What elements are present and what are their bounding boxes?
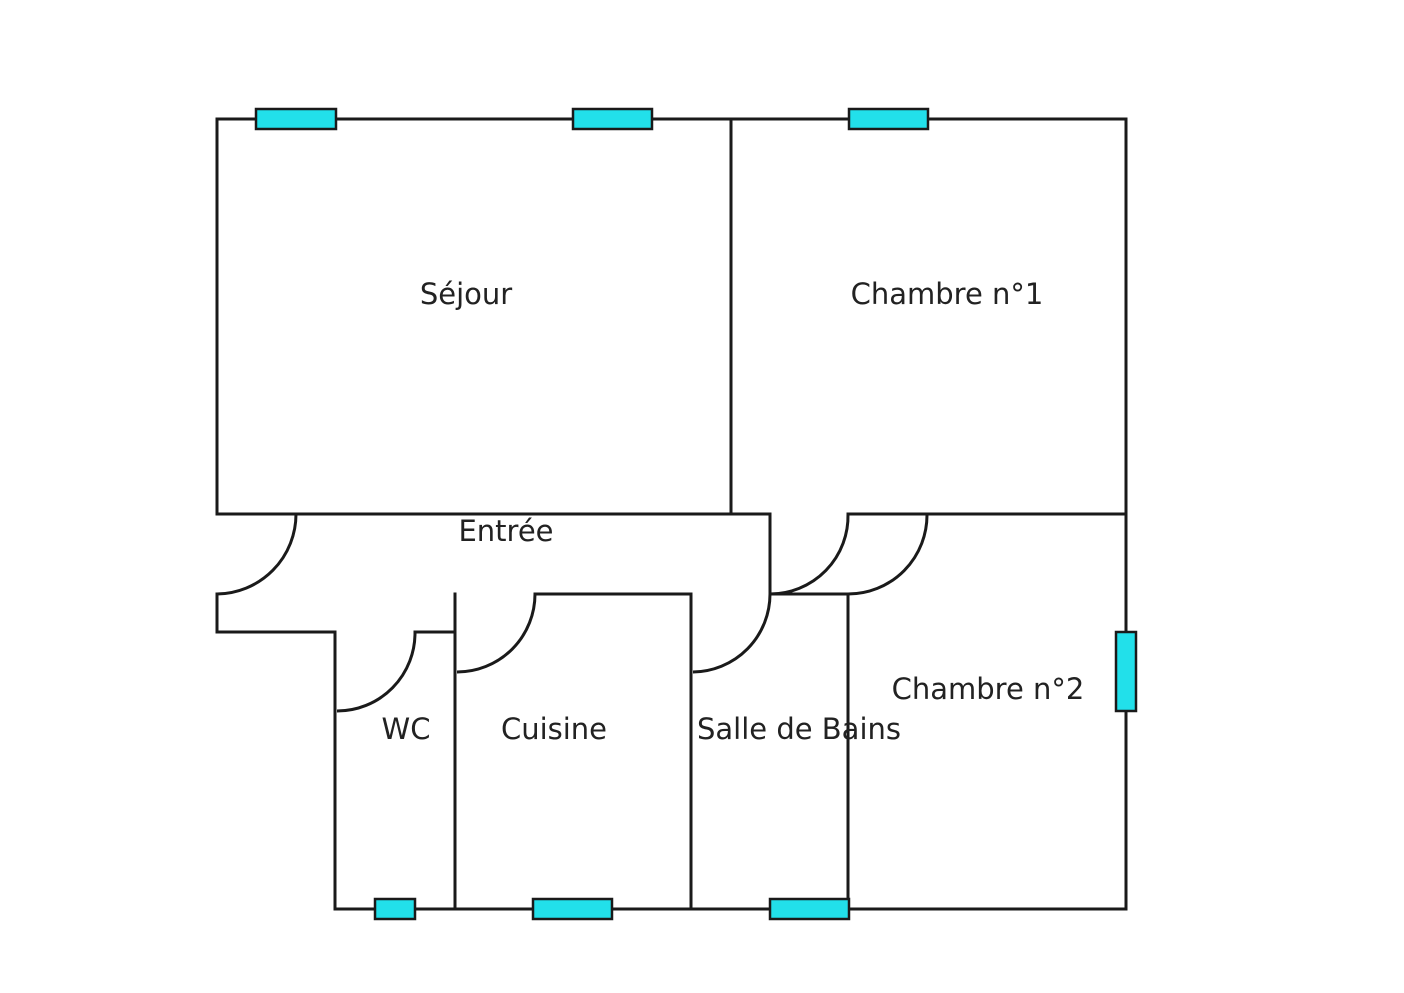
wall-top-rooms-bottom-left xyxy=(215,512,772,596)
room-label-entree: Entrée xyxy=(458,514,553,548)
room-label-chambre2: Chambre n°2 xyxy=(892,672,1085,706)
window-icon xyxy=(1114,630,1138,713)
room-label-wc: WC xyxy=(382,712,431,746)
wall-left-entry xyxy=(215,592,337,911)
room-label-salle-de-bains: Salle de Bains xyxy=(697,712,901,746)
room-labels: Séjour Chambre n°1 Entrée WC Cuisine Sal… xyxy=(382,277,1085,746)
window-icon xyxy=(373,897,417,921)
room-label-sejour: Séjour xyxy=(420,277,512,311)
door-cuisine-icon xyxy=(456,593,537,674)
windows xyxy=(254,107,1138,921)
window-icon xyxy=(571,107,654,131)
wall-cuisine-top xyxy=(533,592,693,674)
room-label-chambre1: Chambre n°1 xyxy=(851,277,1044,311)
walls xyxy=(215,117,1128,911)
window-icon xyxy=(254,107,338,131)
room-label-cuisine: Cuisine xyxy=(501,712,607,746)
door-wc-icon xyxy=(336,631,417,713)
window-icon xyxy=(847,107,930,131)
window-icon xyxy=(768,897,851,921)
door-salle-de-bains-secondary-icon xyxy=(769,513,850,596)
window-icon xyxy=(531,897,614,921)
door-chambre2-icon xyxy=(847,513,929,596)
door-main-entrance-icon xyxy=(216,513,298,596)
door-salle-de-bains-icon xyxy=(692,593,772,674)
doors xyxy=(216,513,929,713)
